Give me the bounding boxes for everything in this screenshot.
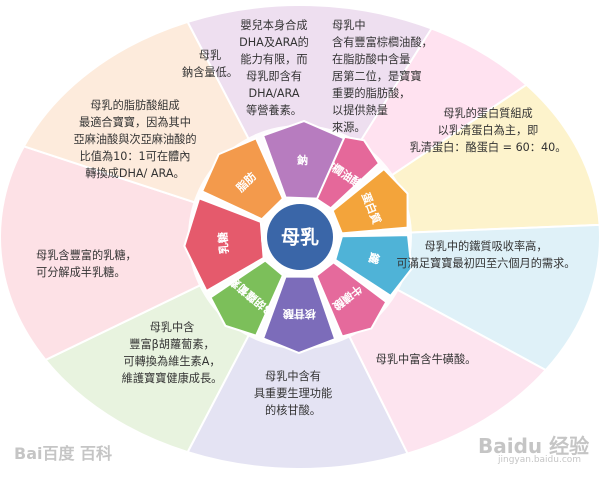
text-nucleotide: 母乳中含有 具重要生理功能 的核甘酸。 (253, 370, 333, 417)
text-iron: 母乳中的鐵質吸收率高， 可滿足寶寶最初四至六個月的需求。 (396, 240, 576, 270)
chip-protein (331, 167, 409, 235)
text-taurine: 母乳中富含牛磺酸。 (375, 353, 477, 366)
watermark-baike: Bai百度 百科 (14, 444, 113, 463)
segment-lactose (0, 145, 303, 362)
text-carotene: 母乳中含 豐富β胡蘿蔔素， 可轉換為維生素A， 維護寶寶健康成長。 (121, 321, 223, 385)
hub (267, 204, 333, 270)
chip-label-sodium: 鈉 (297, 153, 308, 167)
text-lactose: 母乳含豐富的乳糖， 可分解成半乳糖。 (36, 249, 137, 279)
hub-label: 母乳 (281, 226, 319, 249)
chip-carotene (209, 259, 285, 337)
chip-taurine (315, 261, 388, 338)
text-sodium: 母乳 鈉含量低。 (182, 49, 238, 79)
text-dha-ara: 嬰兒本身合成 DHA及ARA的 能力有限，而 母乳即含有 DHA/ARA 等營養… (239, 19, 309, 117)
text-protein: 母乳的蛋白質組成 以乳清蛋白為主，即 乳清蛋白：酪蛋白 = 60：40。 (409, 107, 567, 154)
text-palm: 母乳中 含有豐富棕櫚油酸， 在脂肪酸中含量 居第二位，是寶寶 重要的脂肪酸， 以… (332, 19, 433, 134)
chip-iron (334, 234, 413, 298)
watermark-url: jingyan.baidu.com (498, 455, 582, 465)
chip-sodium (261, 119, 346, 200)
chip-nucleotide (261, 275, 337, 355)
chip-label-iron: 鐵 (366, 251, 382, 265)
watermark-jingyan: Baidu 经验 (478, 434, 590, 458)
chip-lactose (183, 196, 265, 293)
segment-sodium (186, 4, 434, 240)
chip-label-nucleotide: 核苷酸 (282, 307, 316, 321)
text-fat: 母乳的脂肪酸組成 最適合寶寶，因為其中 亞麻油酸與次亞麻油酸的 比值為10：1可… (73, 99, 197, 180)
chip-fat (200, 137, 285, 221)
chip-label-lactose: 乳糖 (215, 232, 231, 255)
